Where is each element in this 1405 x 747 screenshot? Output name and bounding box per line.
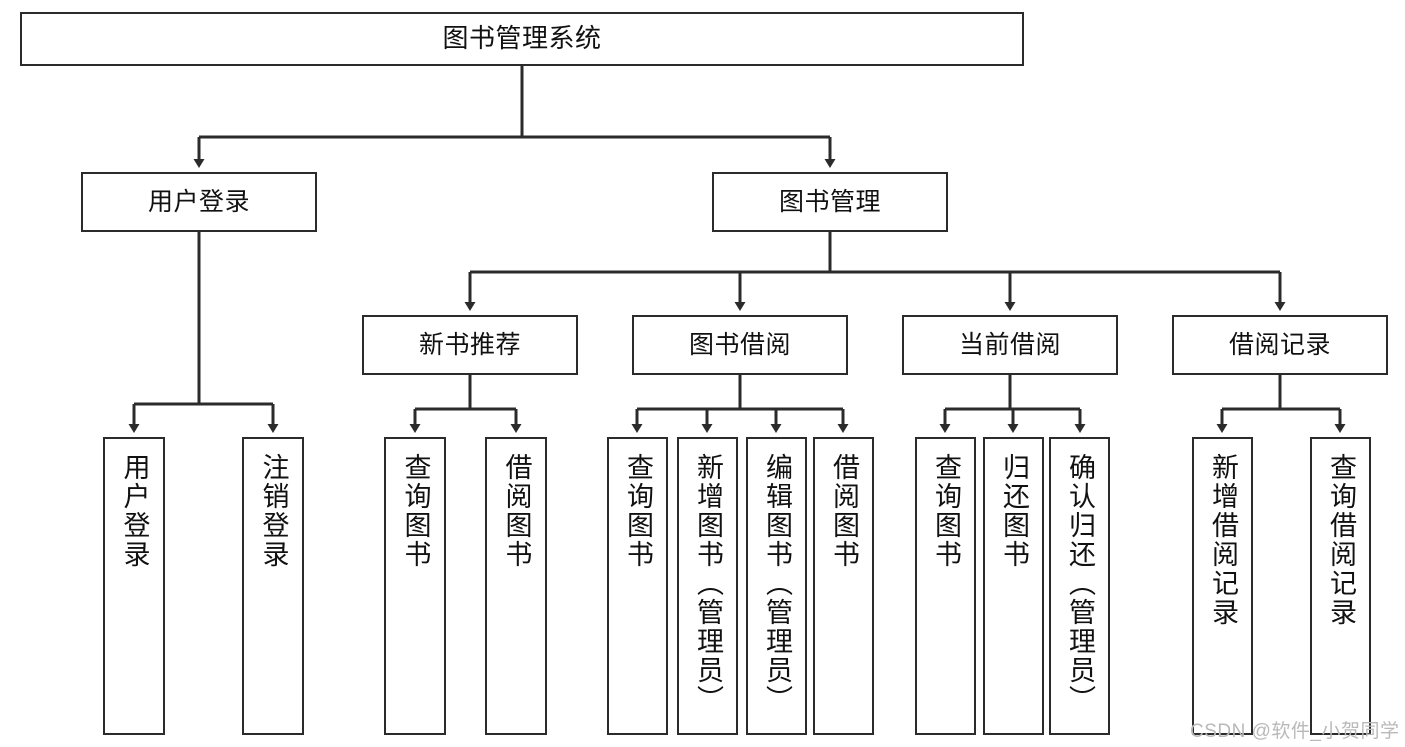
leaf-borrow-borrow-book[interactable]: 借阅图书 (813, 437, 874, 735)
node-label: 查询借阅记录 (1326, 453, 1356, 627)
node-root-system[interactable]: 图书管理系统 (20, 12, 1024, 66)
leaf-user-login-login[interactable]: 用户登录 (103, 437, 165, 735)
node-label: 查询图书 (623, 453, 653, 569)
node-user-login[interactable]: 用户登录 (81, 172, 317, 232)
node-label: 注销登录 (258, 453, 289, 569)
leaf-user-login-logout[interactable]: 注销登录 (242, 437, 304, 735)
leaf-current-return-book[interactable]: 归还图书 (983, 437, 1044, 735)
leaf-new-book-borrow[interactable]: 借阅图书 (485, 437, 547, 735)
node-new-book-recommend[interactable]: 新书推荐 (362, 315, 578, 375)
node-book-management[interactable]: 图书管理 (712, 172, 948, 232)
node-book-borrow[interactable]: 图书借阅 (632, 315, 848, 375)
leaf-new-book-query[interactable]: 查询图书 (384, 437, 446, 735)
leaf-record-add-record[interactable]: 新增借阅记录 (1192, 437, 1253, 735)
node-label: 确认归还（管理员） (1065, 453, 1095, 714)
node-label: 图书管理系统 (442, 23, 602, 54)
node-label: 编辑图书（管理员） (762, 453, 792, 714)
node-label: 新增借阅记录 (1208, 453, 1238, 627)
node-label: 新书推荐 (418, 330, 521, 359)
leaf-borrow-add-book-admin[interactable]: 新增图书（管理员） (677, 437, 738, 735)
node-label: 查询图书 (931, 453, 961, 569)
node-label: 借阅记录 (1228, 330, 1331, 359)
leaf-borrow-query-book[interactable]: 查询图书 (607, 437, 668, 735)
leaf-current-query-book[interactable]: 查询图书 (915, 437, 976, 735)
node-label: 用户登录 (147, 187, 250, 216)
node-label: 查询图书 (400, 453, 431, 569)
node-label: 新增图书（管理员） (693, 453, 723, 714)
leaf-borrow-edit-book-admin[interactable]: 编辑图书（管理员） (746, 437, 807, 735)
node-label: 图书借阅 (688, 330, 791, 359)
leaf-record-query-record[interactable]: 查询借阅记录 (1310, 437, 1371, 735)
node-label: 借阅图书 (501, 453, 532, 569)
node-label: 用户登录 (119, 453, 150, 569)
node-label: 借阅图书 (829, 453, 859, 569)
node-label: 图书管理 (778, 187, 881, 216)
node-borrow-record[interactable]: 借阅记录 (1172, 315, 1388, 375)
node-current-borrow[interactable]: 当前借阅 (902, 315, 1118, 375)
leaf-current-confirm-return-admin[interactable]: 确认归还（管理员） (1049, 437, 1110, 735)
node-label: 当前借阅 (958, 330, 1061, 359)
csdn-watermark: CSDN @软件_小贺同学 (1190, 721, 1400, 742)
node-label: 归还图书 (999, 453, 1029, 569)
